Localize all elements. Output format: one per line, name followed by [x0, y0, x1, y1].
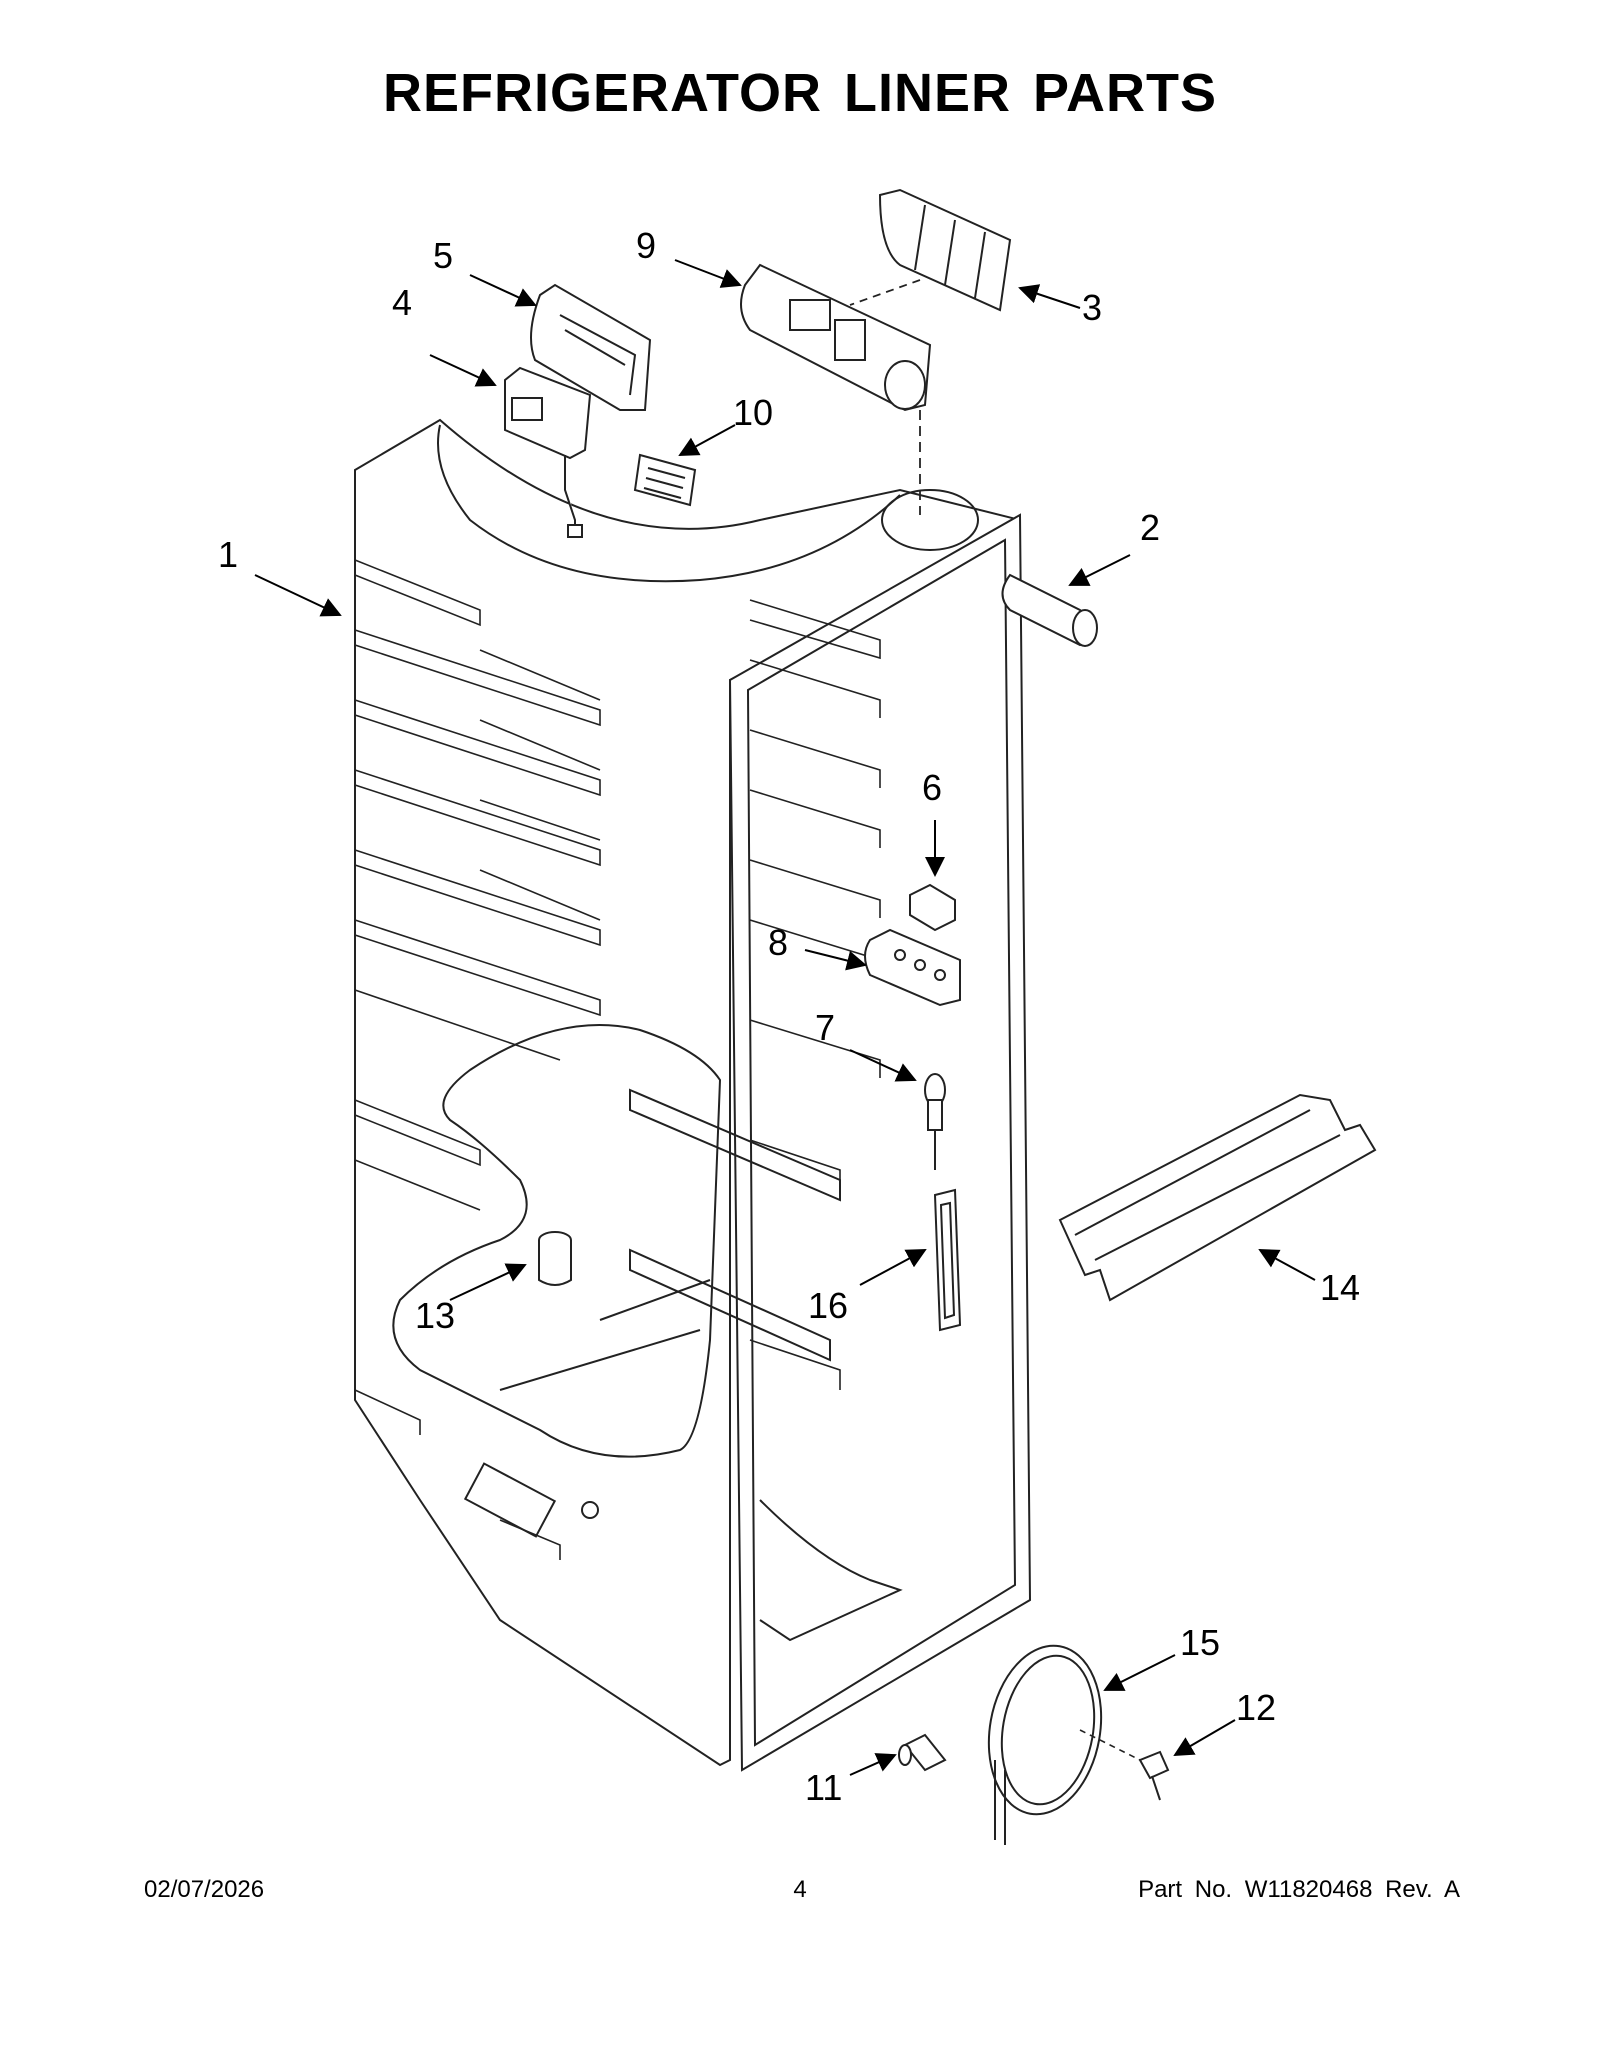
footer-part-number: Part No. W11820468 Rev. A	[1138, 1876, 1460, 1903]
callout-labels: 1 2 3 4 5 6 7 8 9 10 11 12 13 14 15 16	[218, 225, 1360, 1808]
arrow-8	[804, 949, 867, 971]
part-13	[538, 1231, 572, 1286]
part-2	[1001, 573, 1098, 647]
callout-15: 15	[1180, 1622, 1220, 1663]
arrow-11	[849, 1753, 897, 1776]
part-8	[864, 928, 961, 1007]
callout-6: 6	[922, 767, 942, 808]
part-16	[933, 1188, 962, 1332]
arrow-5	[469, 274, 537, 307]
dashed-leader-3	[849, 279, 921, 306]
callout-arrows	[254, 259, 1316, 1776]
part-4	[504, 366, 592, 538]
footer-date: 02/07/2026	[144, 1876, 265, 1903]
part-15	[987, 1644, 1103, 1845]
callout-12: 12	[1236, 1687, 1276, 1728]
callout-3: 3	[1082, 287, 1102, 328]
callout-16: 16	[808, 1285, 848, 1326]
page-title: REFRIGERATOR LINER PARTS	[382, 63, 1218, 123]
arrow-7	[849, 1049, 917, 1082]
callout-5: 5	[433, 235, 453, 276]
dashed-leader-15	[1079, 1729, 1141, 1761]
arrow-4	[429, 354, 497, 387]
liner-part-1	[354, 418, 1032, 1772]
callout-13: 13	[415, 1295, 455, 1336]
arrow-3	[1018, 284, 1081, 309]
arrow-13	[449, 1263, 527, 1301]
part-9	[740, 263, 932, 412]
arrow-9	[674, 259, 742, 288]
callout-14: 14	[1320, 1267, 1360, 1308]
part-10	[633, 453, 697, 507]
part-5	[530, 283, 652, 411]
arrow-12	[1173, 1719, 1236, 1757]
callout-2: 2	[1140, 507, 1160, 548]
arrow-10	[678, 424, 736, 456]
arrow-14	[1258, 1249, 1316, 1281]
callout-10: 10	[733, 392, 773, 433]
arrow-16	[859, 1249, 927, 1286]
callout-9: 9	[636, 225, 656, 266]
part-14	[1058, 1093, 1377, 1302]
callout-7: 7	[815, 1007, 835, 1048]
part-6	[909, 883, 956, 932]
arrow-15	[1103, 1654, 1176, 1691]
callout-4: 4	[392, 282, 412, 323]
arrow-1	[254, 574, 342, 617]
callout-1: 1	[218, 534, 238, 575]
arrow-2	[1068, 554, 1131, 586]
callout-8: 8	[768, 922, 788, 963]
footer-page-number: 4	[793, 1876, 807, 1903]
part-7	[924, 1073, 946, 1170]
part-12	[1138, 1750, 1170, 1801]
part-11	[898, 1733, 947, 1772]
part-3	[878, 188, 1012, 312]
callout-11: 11	[805, 1767, 842, 1808]
